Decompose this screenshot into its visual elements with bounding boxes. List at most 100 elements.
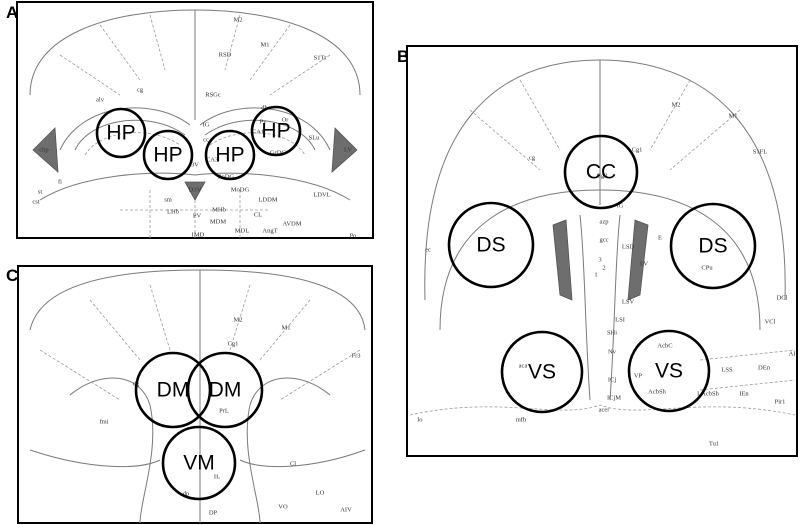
roi-vm-label: VM — [183, 452, 215, 475]
panel-a-label-or: Or — [282, 117, 290, 124]
panel-b-white-matter — [439, 189, 761, 331]
panel-b-label-3: 3 — [598, 257, 601, 264]
roi-hp-1-label: HP — [106, 122, 135, 145]
panel-a-label-imd: IMD — [192, 232, 205, 239]
panel-a-label-slu: SLu — [309, 135, 321, 142]
panel-c-label-dp: DP — [209, 510, 218, 517]
roi-vs-left — [500, 330, 584, 414]
panel-a-label-lhb: LHb — [167, 209, 179, 216]
panel-a-right-ventricle — [331, 127, 358, 173]
panel-b-label-m1: M1 — [728, 113, 737, 120]
roi-hp-2 — [142, 129, 194, 181]
panel-c-label-fmi: fmi — [99, 419, 108, 426]
roi-vs-left-label: VS — [528, 361, 556, 384]
roi-hp-1 — [95, 107, 147, 159]
panel-b-label-e: E — [658, 235, 662, 242]
panel-a-label-mhb: MHb — [212, 207, 226, 214]
panel-a-label-cst: cst — [32, 199, 39, 206]
roi-ds-left — [447, 201, 535, 289]
panel-a-label-rsgc: RSGc — [205, 92, 221, 99]
panel-a-label-s1tr: S1Tr — [314, 55, 328, 62]
panel-a-label-angt: AngT — [262, 228, 277, 235]
panel-a-label-mdl: MDL — [235, 228, 249, 235]
panel-a-left-ventricle — [32, 127, 59, 173]
panel-b-ventral-border — [409, 404, 796, 416]
panel-c-label-cg1: Cg1 — [228, 341, 239, 348]
panel-c-area-borders — [39, 284, 361, 401]
panel-a-label-avdm: AVDM — [282, 221, 301, 228]
panel-a-label-ca3: CA3 — [206, 157, 218, 164]
panel-b-label-lss: LSS — [721, 367, 733, 374]
panel-a-label-cl: CL — [254, 212, 262, 219]
panel-a-label-lv: LV — [344, 147, 352, 154]
panel-b-label-mfb: mfb — [516, 417, 526, 424]
panel-b: M2 M1 Cg1 S1FL cg Cg2 IG azp gcc ec CPu … — [406, 45, 798, 457]
panel-b-label-aca: aca — [519, 363, 528, 370]
panel-a-label-cg: cg — [137, 87, 144, 94]
panel-c-letter: C — [6, 266, 19, 285]
panel-a-label-py: Py — [260, 119, 268, 126]
panel-b-area-borders — [469, 79, 741, 171]
panel-a-label-cc: cc — [203, 137, 209, 144]
panel-b-label-lsd: LSD — [622, 244, 635, 251]
panel-b-label-den: DEn — [758, 365, 771, 372]
panel-b-label-lsi: LSI — [615, 317, 625, 324]
panel-a: RSD M2 M1 S1Tr RSGc cg IG cc alv Or Py C… — [16, 1, 374, 240]
panel-b-label-acbsh: AcbSh — [648, 389, 666, 396]
roi-cc-label: CC — [586, 161, 616, 184]
panel-b-claustrum-lines — [699, 349, 796, 391]
panel-b-septum — [579, 214, 621, 401]
panel-c-label-vo: VO — [278, 504, 288, 511]
roi-hp-4 — [250, 105, 302, 157]
panel-b-label-acbc: AcbC — [657, 343, 672, 350]
panel-a-hippocampus-inner — [74, 119, 316, 151]
panel-a-label-po: Po — [350, 233, 357, 240]
panel-b-label-ien: IEn — [739, 391, 749, 398]
panel-c-label-cl: Cl — [290, 461, 296, 468]
panel-a-label-rsd: RSD — [219, 52, 232, 59]
panel-c-label-m2: M2 — [233, 317, 242, 324]
panel-a-label-pv: PV — [193, 213, 202, 220]
panel-b-label-ig: IG — [617, 203, 624, 210]
panel-b-label-vp: VP — [634, 373, 643, 380]
roi-dm-right — [186, 351, 264, 429]
panel-a-label-ldvl: LDVL — [313, 192, 330, 199]
roi-vs-right-label: VS — [655, 360, 683, 383]
panel-a-label-m2: M2 — [233, 17, 242, 24]
panel-a-label-ig: IG — [203, 122, 210, 129]
panel-a-thalamus-outline — [39, 172, 351, 201]
panel-b-label-ai: AI — [789, 351, 796, 358]
panel-b-label-cg1: Cg1 — [632, 147, 643, 154]
panel-a-label-mdm: MDM — [210, 219, 226, 226]
roi-dm-left — [134, 351, 212, 429]
panel-b-label-nv: Nv — [608, 349, 617, 356]
panel-b-label-1: 1 — [594, 272, 597, 279]
panel-b-label-lsv: LSV — [622, 299, 635, 306]
roi-vm — [161, 425, 237, 501]
panel-c-forceps-outline — [69, 377, 331, 524]
roi-cc — [563, 134, 639, 210]
panel-a-label-m1: M1 — [260, 42, 269, 49]
panel-a-label-st: st — [38, 189, 43, 196]
panel-a-dentate-gyrus — [84, 132, 306, 156]
panel-b-left-ventricle — [552, 219, 573, 301]
roi-ds-right-label: DS — [698, 235, 727, 258]
roi-hp-3 — [204, 129, 256, 181]
panel-c-frame — [17, 265, 373, 524]
panel-a-label-lddm: LDDM — [258, 197, 277, 204]
panel-b-label-lacbsh: LAcbSh — [697, 391, 719, 398]
panel-b-label-dcl: DCl — [777, 295, 788, 302]
panel-a-label-sm: sm — [164, 197, 172, 204]
panel-c-label-lo: LO — [316, 490, 325, 497]
panel-a-letter: A — [6, 3, 19, 22]
panel-a-label-grdg: GrDG — [270, 150, 287, 157]
panel-b-label-acer: acer — [599, 407, 611, 414]
panel-b-label-vcl: VCl — [765, 319, 776, 326]
panel-a-label-podg: PoDG — [218, 174, 235, 181]
panel-c-label-il: IL — [214, 474, 220, 481]
panel-b-label-shi: SHi — [607, 330, 617, 337]
panel-c-label-m1: M1 — [281, 325, 290, 332]
roi-ds-left-label: DS — [476, 234, 505, 257]
roi-vs-right — [627, 329, 711, 413]
panel-b-label-icjm: ICjM — [607, 395, 621, 402]
